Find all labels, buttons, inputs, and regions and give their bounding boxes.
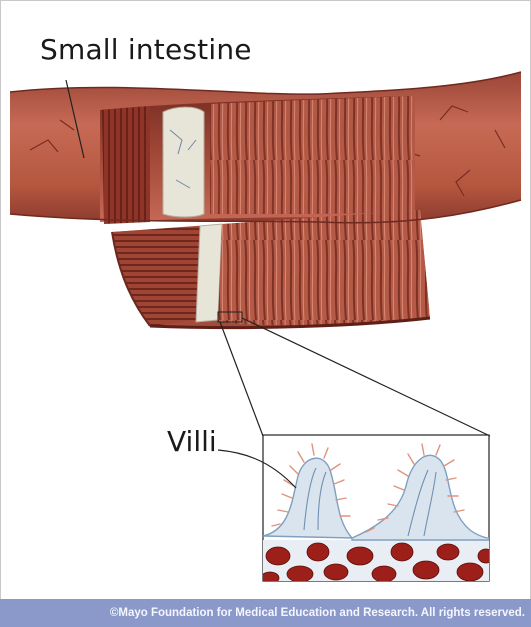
zoom-line-right [242,318,490,436]
lower-submucosa [196,224,222,322]
villi-label: Villi [167,425,217,458]
zoom-line-left [220,322,263,436]
circular-folds [210,96,415,214]
muscle-layer-ring [102,106,150,224]
lower-folds [218,210,430,325]
copyright-bar: ©Mayo Foundation for Medical Education a… [0,599,531,627]
villi-inset [261,435,494,585]
submucosa-ring [163,107,204,217]
small-intestine-label: Small intestine [40,33,252,66]
lower-muscle-band [112,226,200,326]
